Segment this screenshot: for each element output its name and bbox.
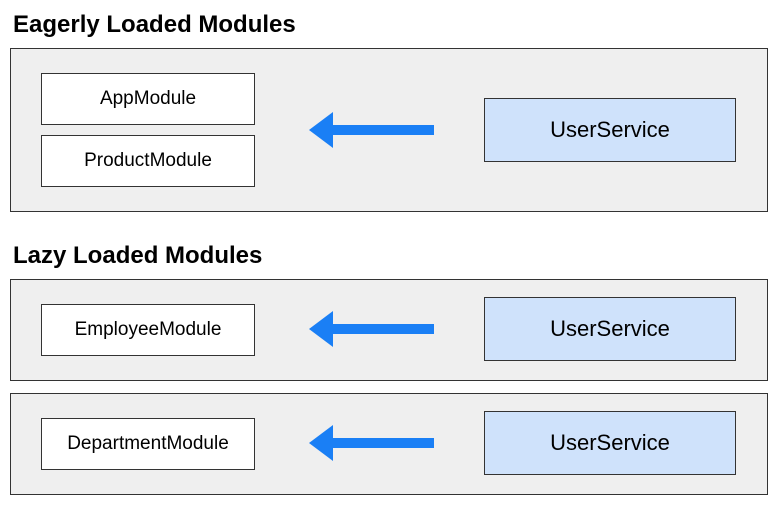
eager-user-service-box: UserService [484, 98, 736, 162]
eager-section-title: Eagerly Loaded Modules [13, 11, 296, 38]
department-module-box: DepartmentModule [41, 418, 255, 470]
arrow-left-icon [309, 425, 434, 461]
department-user-service-box: UserService [484, 411, 736, 475]
arrow-left-icon [309, 311, 434, 347]
employee-lazy-panel: EmployeeModule UserService [10, 279, 768, 381]
app-module-box: AppModule [41, 73, 255, 125]
product-module-box: ProductModule [41, 135, 255, 187]
employee-module-box: EmployeeModule [41, 304, 255, 356]
department-lazy-panel: DepartmentModule UserService [10, 393, 768, 495]
eager-modules-panel: AppModule ProductModule UserService [10, 48, 768, 212]
lazy-section-title: Lazy Loaded Modules [13, 242, 263, 269]
arrow-left-icon [309, 112, 434, 148]
employee-user-service-box: UserService [484, 297, 736, 361]
